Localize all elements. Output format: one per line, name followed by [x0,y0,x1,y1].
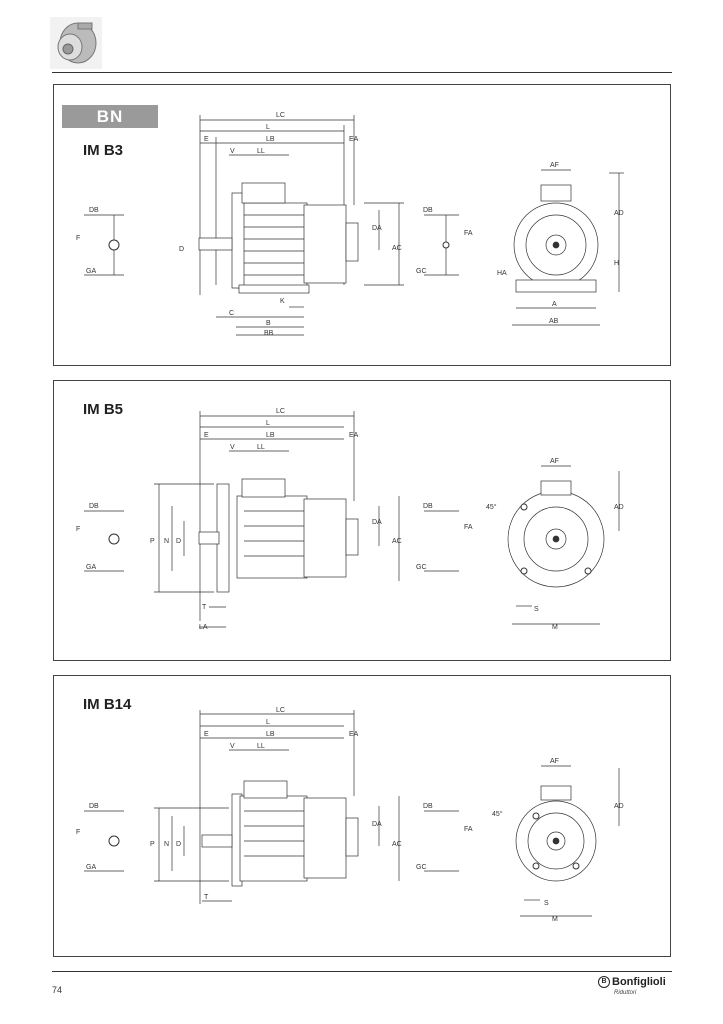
dim-d: D [179,246,184,253]
dim-ac: AC [392,538,402,545]
dim-lc: LC [276,408,285,415]
dim-t: T [202,604,207,611]
dim-s: S [534,606,539,613]
dim-ac: AC [392,841,402,848]
dim-e: E [204,731,209,738]
dim-l: L [266,124,270,131]
dim-t: T [204,894,209,901]
dim-v: V [230,743,235,750]
dim-da: DA [372,225,382,232]
dim-c: C [229,310,234,317]
dim-v: V [230,148,235,155]
dim-f: F [76,829,80,836]
dim-ga: GA [86,864,96,871]
dim-fa: FA [464,826,473,833]
dim-af: AF [550,458,559,465]
dim-db-2: DB [423,207,433,214]
dim-ab: AB [549,318,559,325]
dim-p: P [150,841,155,848]
dim-l: L [266,719,270,726]
dim-gc: GC [416,268,427,275]
dim-m: M [552,916,558,923]
dim-ll: LL [257,148,265,155]
series-badge: BN [62,105,158,128]
dim-angle: 45° [492,810,503,818]
dim-s: S [544,900,549,907]
dim-l: L [266,420,270,427]
section-im-b5: IM B5 [53,380,671,661]
im-b5-drawing: LC L E LB EA V LL DB F GA P N D DA AC DB… [76,408,624,631]
dim-ea: EA [349,731,359,738]
dim-af: AF [550,758,559,765]
dim-b: B [266,320,271,327]
dim-ad: AD [614,504,624,511]
section-title: IM B14 [83,696,132,713]
page-number: 74 [52,985,63,995]
dim-h: H [614,260,619,267]
dim-n: N [164,538,169,545]
dim-angle: 45° [486,503,497,511]
brand-mark-icon: B [598,976,610,989]
dim-db-2: DB [423,803,433,810]
section-im-b3: BN IM B3 [53,84,671,366]
dim-af: AF [550,162,559,169]
dim-e: E [204,136,209,143]
dim-d: D [176,841,181,848]
brand-name: Bonfiglioli [612,976,666,988]
dim-k: K [280,298,285,305]
dim-f: F [76,526,80,533]
motor-thumbnail-icon [48,15,104,71]
dim-da: DA [372,821,382,828]
dim-ad: AD [614,803,624,810]
dim-ll: LL [257,444,265,451]
dim-ga: GA [86,564,96,571]
dim-d: D [176,538,181,545]
dim-ga: GA [86,268,96,275]
dim-da: DA [372,519,382,526]
dim-db: DB [89,207,99,214]
im-b3-drawing: LC L E LB EA V LL DB F GA D DA AC DB FA … [76,112,624,337]
dim-a: A [552,301,557,308]
dim-fa: FA [464,230,473,237]
dim-lb: LB [266,136,275,143]
dim-ac: AC [392,245,402,252]
dim-gc: GC [416,564,427,571]
header-divider [52,72,672,73]
dim-db-2: DB [423,503,433,510]
dim-lb: LB [266,432,275,439]
dim-m: M [552,624,558,631]
im-b14-drawing: LC L E LB EA V LL DB F GA P N D DA AC DB… [76,707,624,923]
dim-db: DB [89,803,99,810]
section-title: IM B5 [83,401,124,418]
dim-ha: HA [497,270,507,277]
dim-lb: LB [266,731,275,738]
dim-ea: EA [349,136,359,143]
dim-p: P [150,538,155,545]
dim-f: F [76,235,80,242]
dim-fa: FA [464,524,473,531]
dim-gc: GC [416,864,427,871]
dim-bb: BB [264,330,274,337]
dim-ad: AD [614,210,624,217]
dim-lc: LC [276,707,285,714]
section-im-b14: IM B14 [53,675,671,957]
dim-v: V [230,444,235,451]
section-title: IM B3 [83,142,124,159]
dim-n: N [164,841,169,848]
dim-la: LA [199,624,208,631]
dim-ll: LL [257,743,265,750]
dim-lc: LC [276,112,285,119]
dim-e: E [204,432,209,439]
footer-divider [52,971,672,972]
dim-db: DB [89,503,99,510]
brand-subtitle: Riduttori [614,990,637,996]
dim-ea: EA [349,432,359,439]
